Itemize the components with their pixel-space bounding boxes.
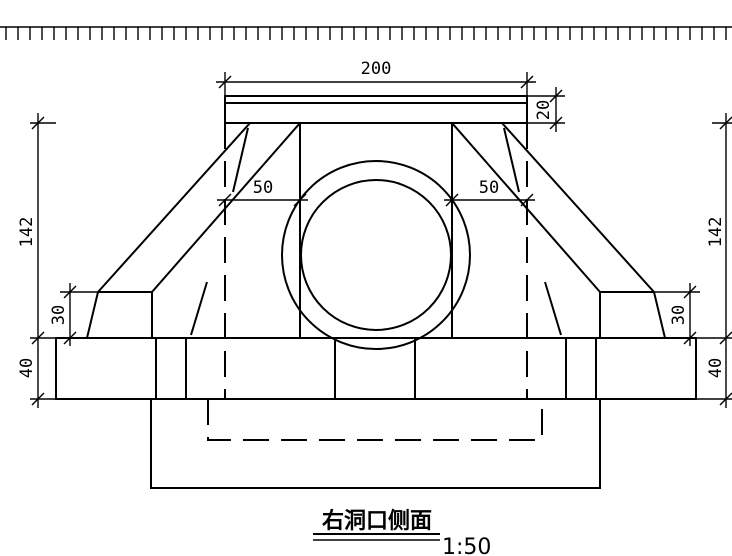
- dimension-right-offset: 50: [444, 178, 535, 207]
- drawing-title: 右洞口侧面 1:50: [313, 509, 491, 556]
- dimension-left-offset-label: 50: [253, 178, 273, 198]
- ground-line: [0, 26, 732, 40]
- culvert-pipe: [281, 160, 471, 350]
- dimension-right-height-label: 142: [706, 217, 726, 248]
- dimension-right-wing: 30: [654, 283, 700, 346]
- dimension-left-chain: 142 40: [17, 113, 92, 408]
- dimension-left-base-label: 40: [17, 358, 37, 378]
- dimension-left-wing-label: 30: [49, 305, 69, 325]
- dimension-right-chain: 142 40: [665, 113, 732, 408]
- dimension-left-height-label: 142: [17, 217, 37, 248]
- dimension-right-offset-label: 50: [479, 178, 499, 198]
- left-wing-wall: [86, 122, 301, 399]
- right-wing-wall: [451, 122, 666, 399]
- dimension-left-wing: 30: [49, 283, 98, 346]
- dimension-cap-height-label: 20: [534, 100, 554, 120]
- dimension-left-offset: 50: [217, 178, 308, 207]
- headwall: [299, 123, 453, 338]
- ground-hatch-ticks: [5, 27, 727, 40]
- dimension-top-width-label: 200: [361, 59, 392, 79]
- drawing-title-text: 右洞口侧面: [322, 509, 432, 534]
- dimension-cap-height: 20: [527, 87, 565, 132]
- dimension-top-width: 200: [216, 59, 536, 96]
- top-cap: [224, 95, 528, 124]
- base-slab: [55, 337, 697, 400]
- foundation: [150, 399, 601, 489]
- dimension-right-base-label: 40: [706, 358, 726, 378]
- drawing-scale-text: 1:50: [442, 535, 491, 556]
- dimension-right-wing-label: 30: [669, 305, 689, 325]
